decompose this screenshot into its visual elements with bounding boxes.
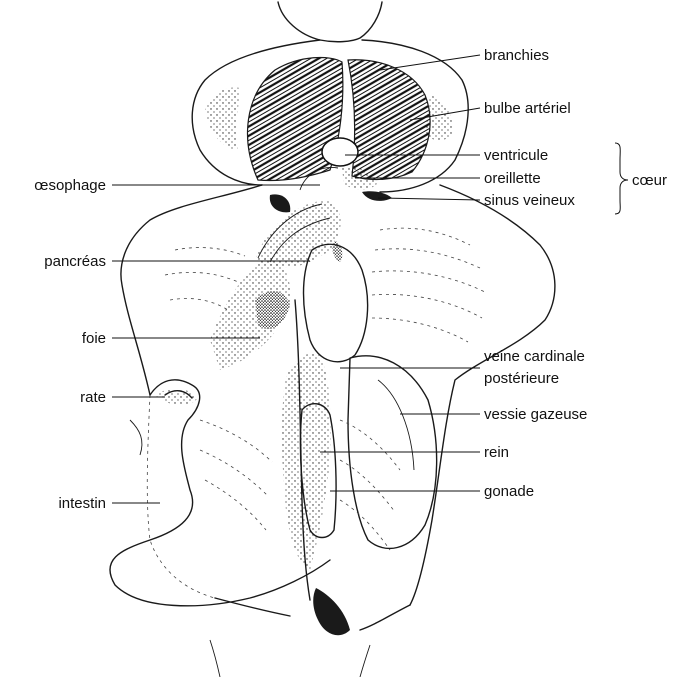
label-pancreas: pancréas bbox=[44, 253, 106, 270]
label-veine-cardinale-line2: postérieure bbox=[484, 370, 559, 387]
label-veine-cardinale-line1: veine cardinale bbox=[484, 348, 585, 365]
label-oesophage: œsophage bbox=[34, 177, 106, 194]
label-rein: rein bbox=[484, 444, 509, 461]
label-vessie-gazeuse: vessie gazeuse bbox=[484, 406, 587, 423]
label-rate: rate bbox=[80, 389, 106, 406]
label-coeur: cœur bbox=[632, 172, 667, 189]
labels: branchies bulbe artériel ventricule orei… bbox=[34, 47, 667, 512]
label-branchies: branchies bbox=[484, 47, 549, 64]
label-intestin: intestin bbox=[58, 495, 106, 512]
label-gonade: gonade bbox=[484, 483, 534, 500]
label-foie: foie bbox=[82, 330, 106, 347]
label-bulbe-arteriel: bulbe artériel bbox=[484, 100, 571, 117]
label-sinus-veineux: sinus veineux bbox=[484, 192, 575, 209]
label-oreillette: oreillette bbox=[484, 170, 541, 187]
label-ventricule: ventricule bbox=[484, 147, 548, 164]
